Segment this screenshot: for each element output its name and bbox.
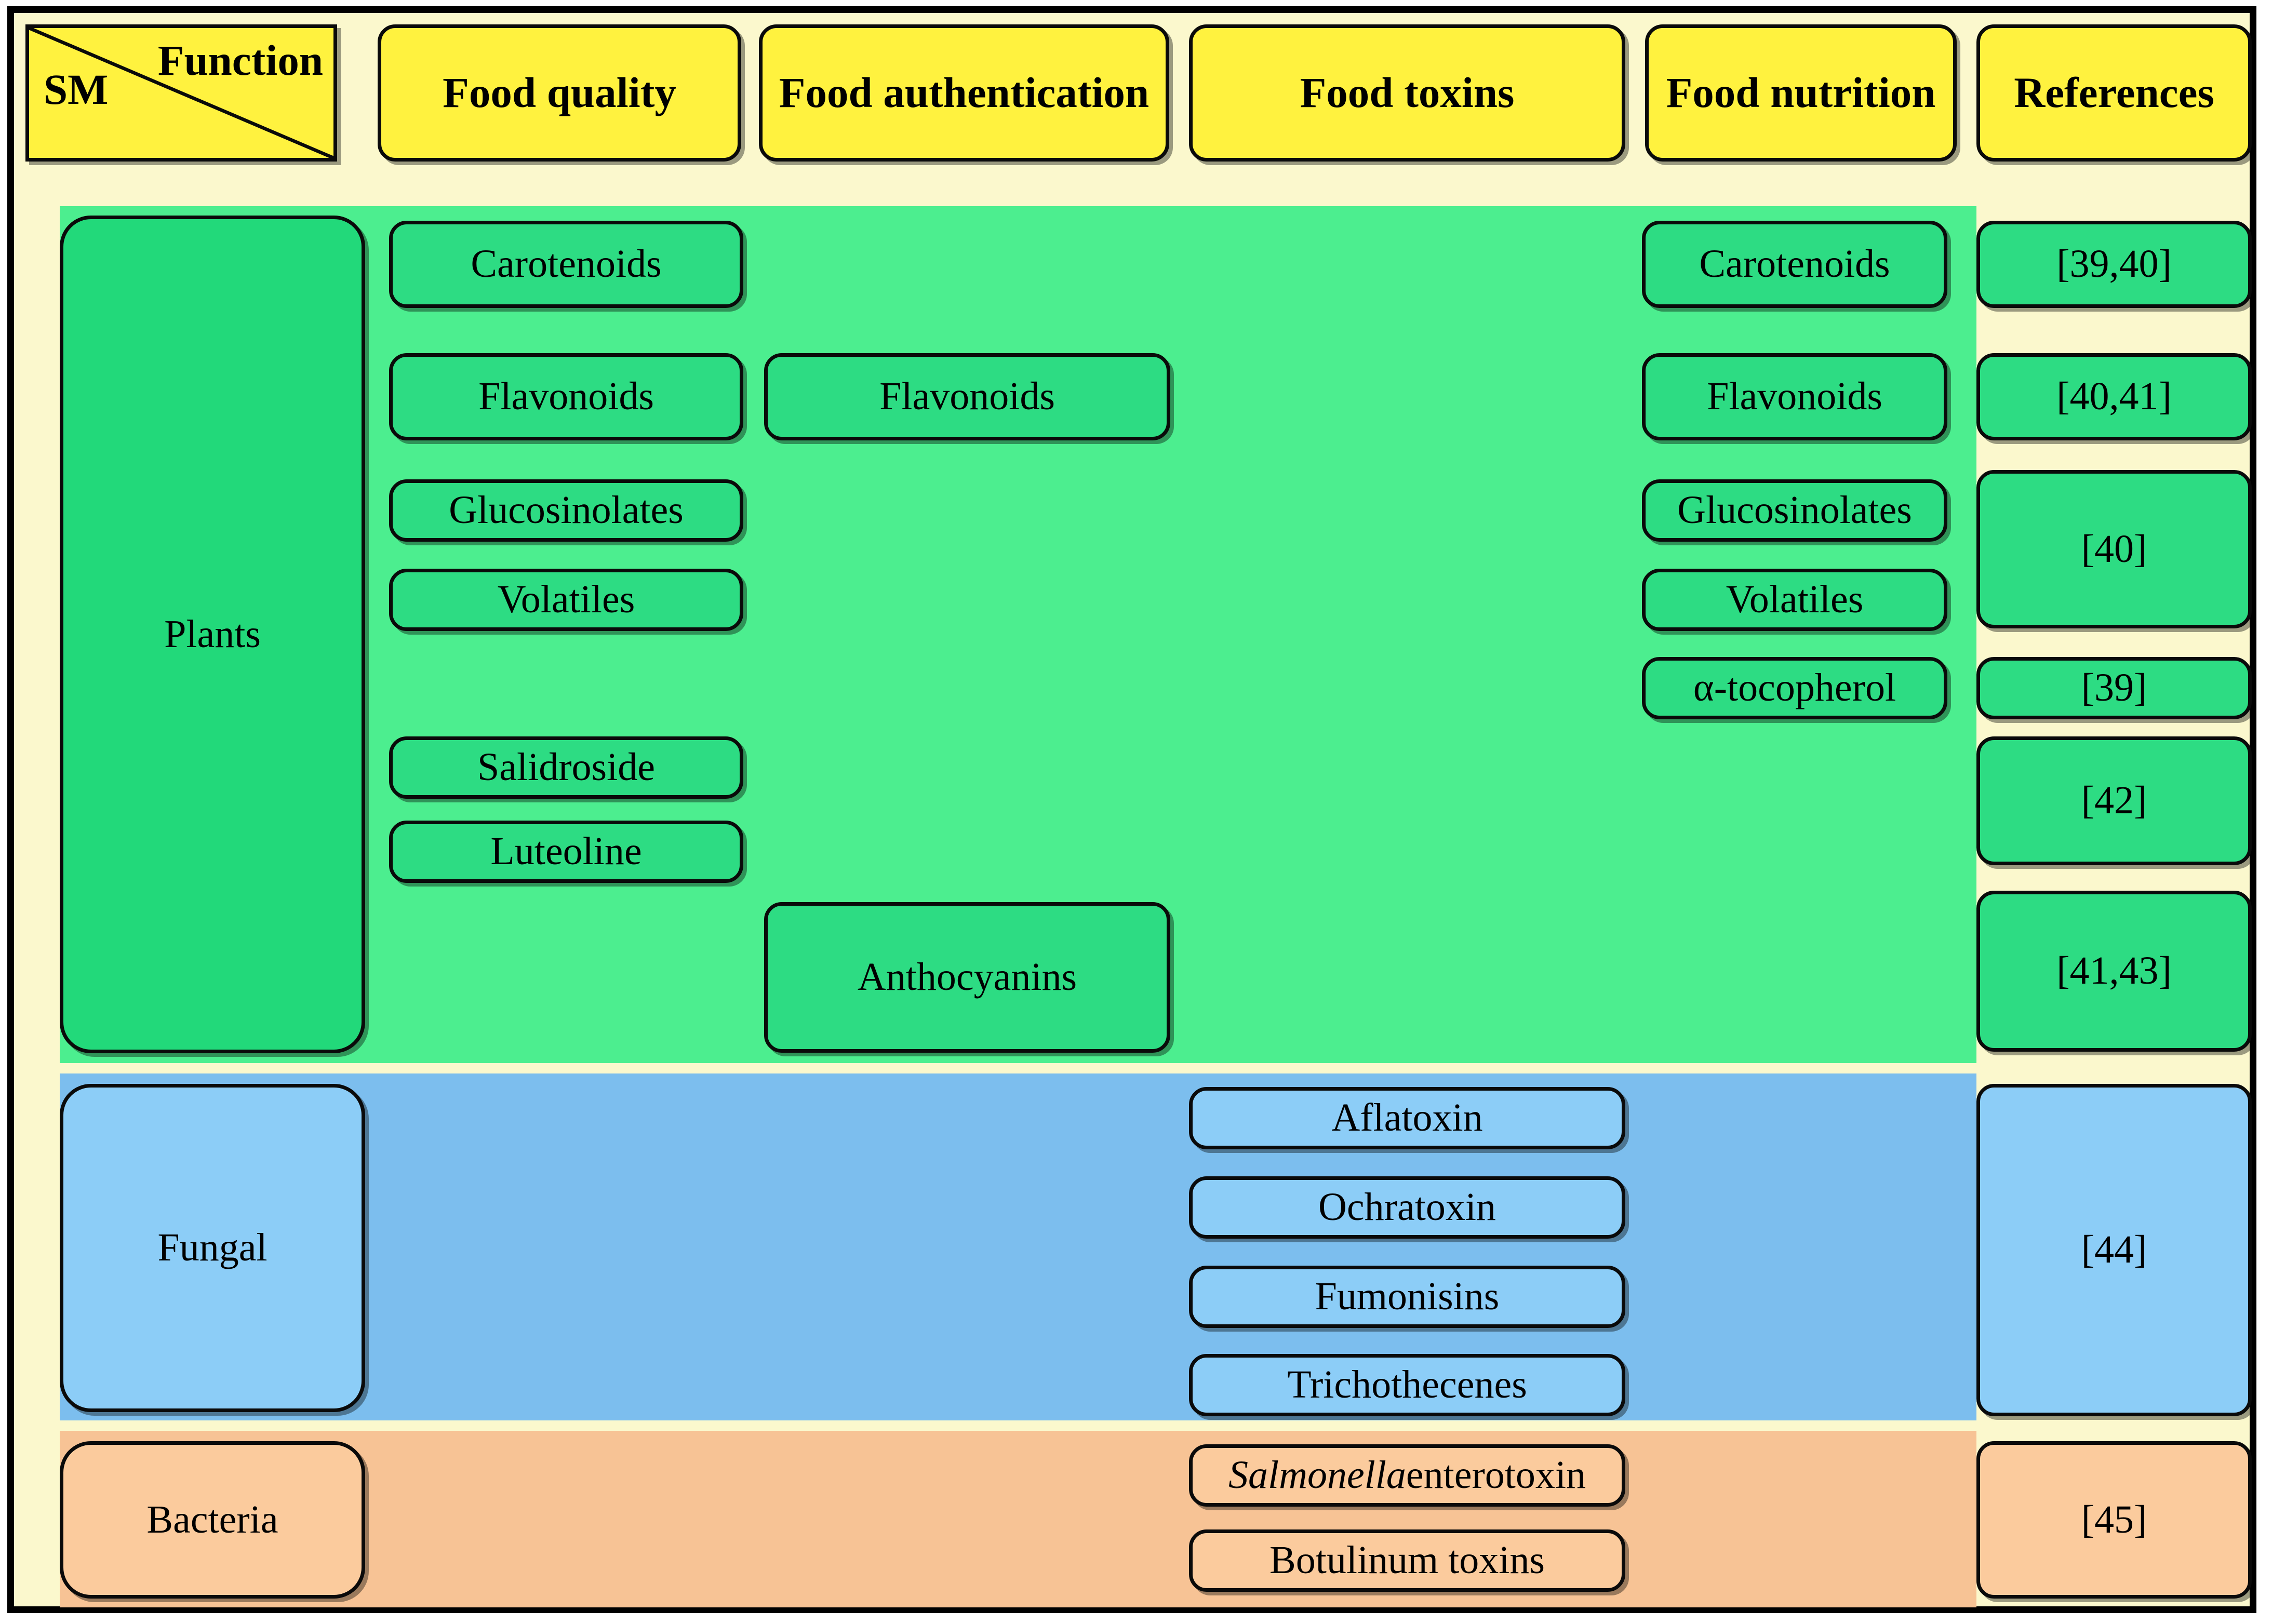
reference-plants-5[interactable]: [42] (1976, 736, 2252, 865)
row-band-fungal (60, 1073, 1976, 1420)
item-plants-nutrition-volatiles[interactable]: Volatiles (1642, 569, 1947, 631)
enterotoxin-suffix-label: enterotoxin (1406, 1453, 1586, 1497)
item-plants-quality-glucosinolates[interactable]: Glucosinolates (389, 479, 743, 542)
item-fungal-toxin-fumonisins[interactable]: Fumonisins (1189, 1266, 1625, 1328)
item-fungal-toxin-aflatoxin[interactable]: Aflatoxin (1189, 1087, 1625, 1149)
item-bacteria-toxin-botulinum[interactable]: Botulinum toxins (1189, 1529, 1625, 1592)
column-header-food-quality[interactable]: Food quality (378, 24, 741, 162)
reference-plants-3[interactable]: [40] (1976, 470, 2252, 628)
diagonal-divider-icon (29, 28, 333, 158)
item-plants-nutrition-flavonoids[interactable]: Flavonoids (1642, 353, 1947, 440)
row-label-fungal[interactable]: Fungal (60, 1084, 365, 1412)
item-plants-authentication-flavonoids[interactable]: Flavonoids (764, 353, 1170, 440)
item-plants-nutrition-carotenoids[interactable]: Carotenoids (1642, 221, 1947, 308)
reference-plants-1[interactable]: [39,40] (1976, 221, 2252, 308)
column-header-food-authentication[interactable]: Food authentication (759, 24, 1169, 162)
reference-plants-6[interactable]: [41,43] (1976, 891, 2252, 1052)
reference-plants-4[interactable]: [39] (1976, 657, 2252, 719)
row-label-plants[interactable]: Plants (60, 216, 365, 1053)
column-header-food-toxins[interactable]: Food toxins (1189, 24, 1625, 162)
item-plants-nutrition-alpha-tocopherol[interactable]: α-tocopherol (1642, 657, 1947, 719)
item-plants-authentication-anthocyanins[interactable]: Anthocyanins (764, 902, 1170, 1053)
salmonella-genus-label: Salmonella (1228, 1453, 1406, 1497)
reference-fungal-1[interactable]: [44] (1976, 1084, 2252, 1416)
header-sm-label: SM (44, 65, 109, 113)
item-plants-quality-luteoline[interactable]: Luteoline (389, 821, 743, 883)
reference-plants-2[interactable]: [40,41] (1976, 353, 2252, 440)
item-fungal-toxin-ochratoxin[interactable]: Ochratoxin (1189, 1176, 1625, 1239)
item-fungal-toxin-trichothecenes[interactable]: Trichothecenes (1189, 1354, 1625, 1416)
item-plants-nutrition-glucosinolates[interactable]: Glucosinolates (1642, 479, 1947, 542)
diagram-frame: Function SM Food quality Food authentica… (7, 6, 2256, 1613)
row-band-bacteria (60, 1431, 1976, 1607)
row-label-bacteria[interactable]: Bacteria (60, 1441, 365, 1599)
header-corner-cell: Function SM (25, 24, 337, 162)
reference-bacteria-1[interactable]: [45] (1976, 1441, 2252, 1599)
item-plants-quality-volatiles[interactable]: Volatiles (389, 569, 743, 631)
item-bacteria-toxin-salmonella-enterotoxin[interactable]: Salmonella enterotoxin (1189, 1444, 1625, 1507)
item-plants-quality-flavonoids[interactable]: Flavonoids (389, 353, 743, 440)
column-header-food-nutrition[interactable]: Food nutrition (1645, 24, 1957, 162)
item-plants-quality-carotenoids[interactable]: Carotenoids (389, 221, 743, 308)
header-function-label: Function (157, 36, 323, 84)
column-header-references[interactable]: References (1976, 24, 2252, 162)
item-plants-quality-salidroside[interactable]: Salidroside (389, 736, 743, 799)
